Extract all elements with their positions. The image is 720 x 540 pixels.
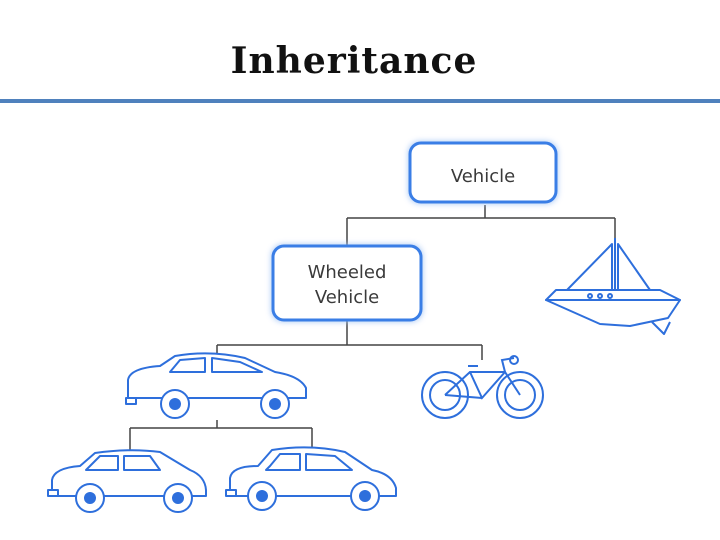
wheeled-vehicle-label-line-1: Wheeled (308, 262, 387, 283)
connector-lines (129, 205, 616, 452)
vehicle-label: Vehicle (451, 166, 515, 187)
title-underline (0, 99, 720, 103)
vehicle-node: Vehicle (408, 141, 558, 204)
small-sedan-car-icon (225, 446, 397, 511)
hatchback-car-icon (47, 449, 207, 513)
slide-title: Inheritance (230, 40, 478, 82)
sailboat-icon (545, 238, 681, 335)
bicycle-icon (421, 355, 544, 419)
wheeled-vehicle-label-line-2: Vehicle (315, 287, 379, 308)
sedan-car-icon (125, 352, 307, 419)
wheeled-vehicle-node: Wheeled Vehicle (271, 244, 423, 322)
